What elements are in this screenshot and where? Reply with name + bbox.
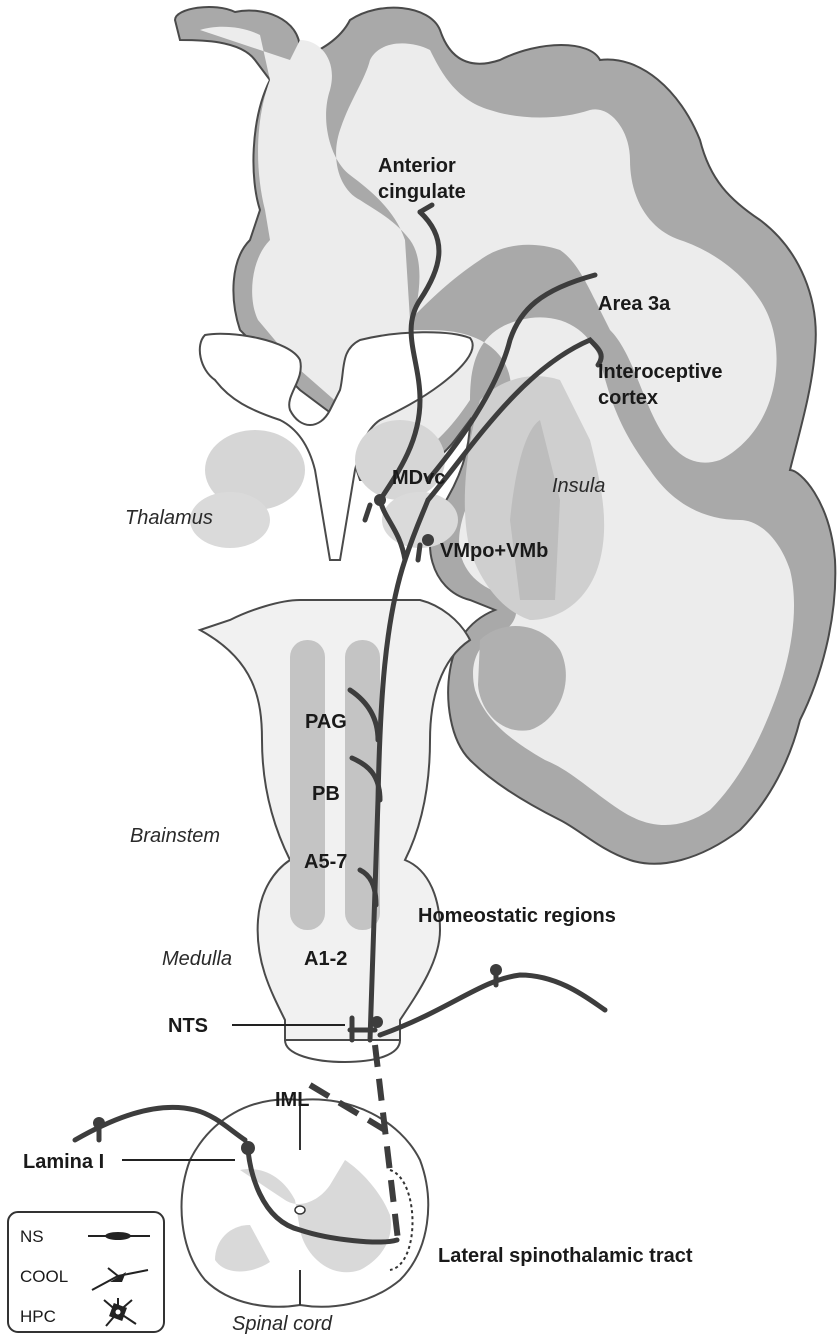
label-pag: PAG <box>305 711 347 733</box>
label-anterior-1: Anterior <box>378 155 456 177</box>
label-anterior-2: cingulate <box>378 181 466 203</box>
label-area3a: Area 3a <box>598 293 671 315</box>
label-a57: A5-7 <box>304 851 347 873</box>
legend-label-hpc: HPC <box>20 1307 56 1326</box>
label-spinal-cord: Spinal cord <box>232 1313 333 1335</box>
label-homeostatic: Homeostatic regions <box>418 905 616 927</box>
label-brainstem: Brainstem <box>130 825 220 847</box>
label-a12: A1-2 <box>304 948 347 970</box>
legend-box: NS COOL HPC <box>8 1212 164 1332</box>
label-medulla: Medulla <box>162 948 232 970</box>
label-lamina: Lamina I <box>23 1151 104 1173</box>
spinal-cord-section <box>182 1099 429 1306</box>
label-interoceptive-1: Interoceptive <box>598 361 722 383</box>
label-nts: NTS <box>168 1015 208 1037</box>
label-pb: PB <box>312 783 340 805</box>
label-thalamus: Thalamus <box>125 507 213 529</box>
label-vmpo: VMpo+VMb <box>440 540 548 562</box>
label-insula: Insula <box>552 475 605 497</box>
legend-label-cool: COOL <box>20 1267 68 1286</box>
brainstem <box>200 600 470 1062</box>
label-mdvc: MDvc <box>392 467 445 489</box>
legend-label-ns: NS <box>20 1227 44 1246</box>
label-iml: IML <box>275 1089 309 1111</box>
label-lateral-tract: Lateral spinothalamic tract <box>438 1245 693 1267</box>
label-interoceptive-2: cortex <box>598 387 658 409</box>
